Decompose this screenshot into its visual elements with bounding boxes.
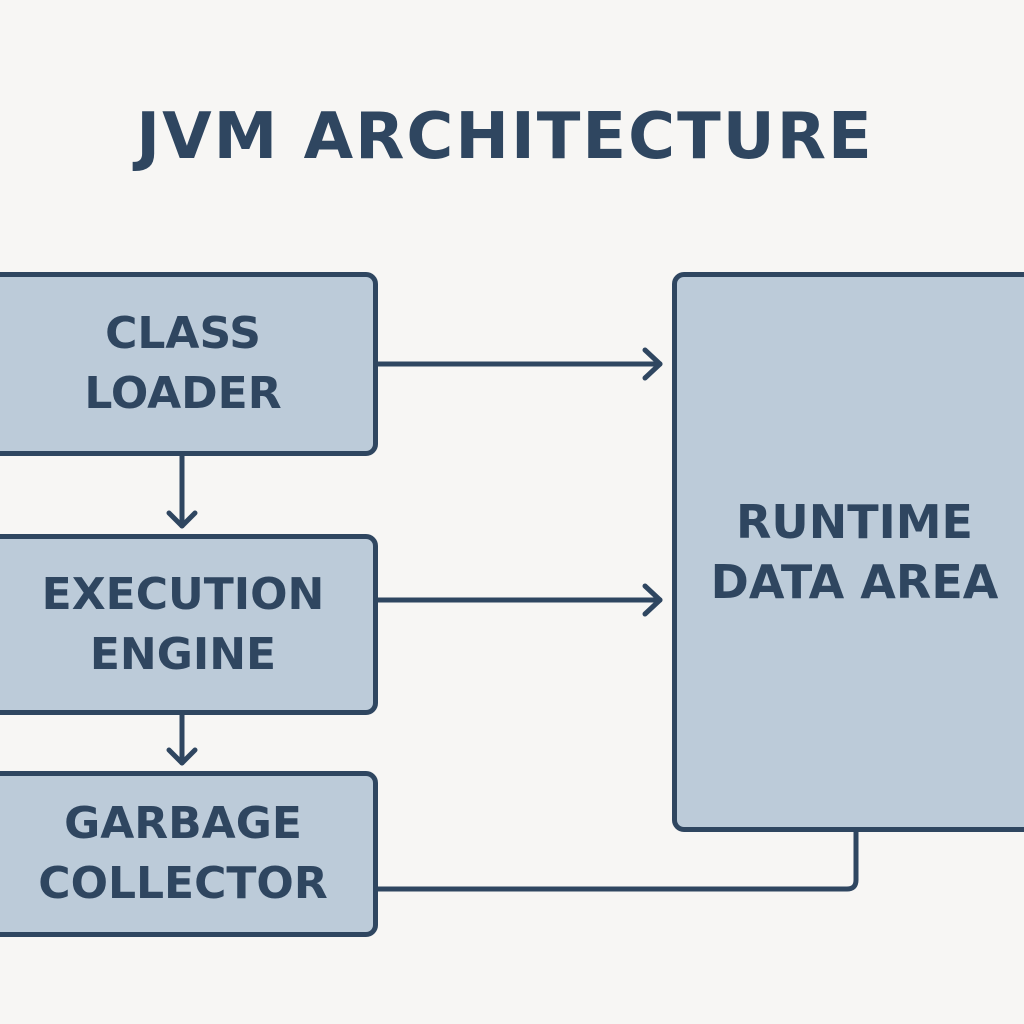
garbage-collector-box: GARBAGE COLLECTOR [0,771,378,937]
arrow-class-loader-to-runtime-data-area [375,347,663,381]
execution-engine-label-line-2: ENGINE [89,628,277,680]
runtime-data-area-box: RUNTIME DATA AREA [672,272,1024,832]
class-loader-label-line-2: LOADER [84,368,282,419]
execution-engine-box: EXECUTION ENGINE [0,534,378,715]
runtime-data-area-label-line-2: DATA AREA [710,555,999,609]
arrow-class-loader-to-execution-engine [166,453,198,529]
execution-engine-label-line-1: EXECUTION [41,568,325,620]
arrow-execution-engine-to-runtime-data-area [375,583,663,617]
diagram-title: JVM ARCHITECTURE [136,100,874,174]
arrow-execution-engine-to-garbage-collector [166,712,198,766]
line-runtime-data-area-to-garbage-collector [375,829,859,892]
class-loader-label-line-1: CLASS [105,308,261,359]
runtime-data-area-label-line-1: RUNTIME [736,495,973,549]
garbage-collector-label-line-2: COLLECTOR [38,858,328,909]
class-loader-box: CLASS LOADER [0,272,378,456]
garbage-collector-label-line-1: GARBAGE [64,798,302,849]
